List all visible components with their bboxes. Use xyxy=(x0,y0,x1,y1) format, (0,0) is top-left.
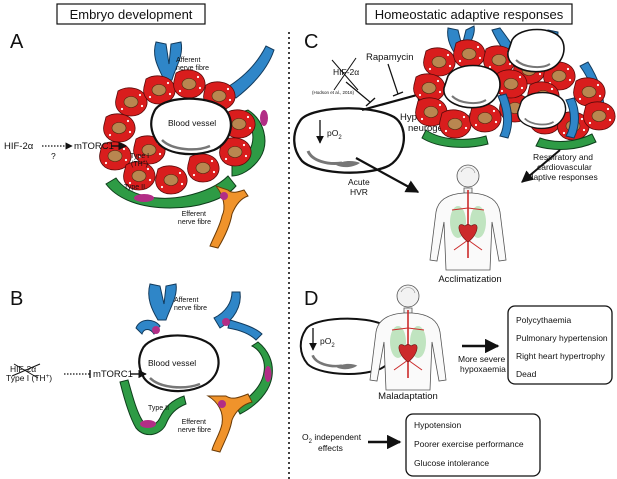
type-ii-cell-b xyxy=(119,379,187,436)
afferent-branch-a xyxy=(225,45,275,99)
panel-label-b: B xyxy=(10,288,23,310)
blood-vessel-label-b: Blood vessel xyxy=(148,358,196,368)
hif-2a-label-c: HIF-2α xyxy=(333,67,359,77)
rapamycin-label: Rapamycin xyxy=(366,52,414,63)
severe-label-2: hypoxaemia xyxy=(460,364,506,374)
po2-label-c: pO2 xyxy=(327,128,342,141)
maladaptation-label: Maladaptation xyxy=(378,391,438,402)
human-figure-acclimatization xyxy=(429,164,507,271)
hypoxia-label-2: neurogenesis xyxy=(408,123,465,134)
efferent-label-b-1: Efferent xyxy=(182,419,206,426)
effect-poorer-exercise: Poorer exercise performance xyxy=(414,439,524,449)
acute-hvr-arrow xyxy=(355,157,420,193)
hif-cross-c-1 xyxy=(331,59,359,91)
acute-label-2: HVR xyxy=(350,187,368,197)
effect-glucose-intolerance: Glucose intolerance xyxy=(414,458,489,468)
afferent-label-a-2: nerve fibre xyxy=(176,65,209,72)
header-left-text: Embryo development xyxy=(70,7,193,22)
po2-label-d: pO2 xyxy=(320,336,335,349)
efferent-nerve-b xyxy=(206,393,253,453)
panel-b-glomus-illustration xyxy=(119,283,273,453)
question-mark-a: ? xyxy=(51,151,56,161)
panel-label-c: C xyxy=(304,31,318,53)
outcome-right-heart-hypertrophy: Right heart hypertrophy xyxy=(516,351,606,361)
outcome-pulmonary-hypertension: Pulmonary hypertension xyxy=(516,333,608,343)
o2-independent-label-2: effects xyxy=(318,443,343,453)
type-i-label-a-2: (TH+) xyxy=(131,159,148,168)
o2-independent-label-1: O2 independent xyxy=(302,432,362,445)
header-right-text: Homeostatic adaptive responses xyxy=(375,7,564,22)
header-homeostatic-responses: Homeostatic adaptive responses xyxy=(365,3,573,25)
afferent-nerve-b xyxy=(148,283,177,321)
panel-a-glomus-illustration xyxy=(99,41,275,249)
type-ii-nucleus-a xyxy=(134,194,154,202)
respiratory-label-1: Respiratory and xyxy=(533,152,593,162)
hif-2a-label-b: HIF-2α xyxy=(10,364,36,374)
hif-cross-c-2 xyxy=(333,57,357,91)
afferent-nerve-a xyxy=(154,41,183,81)
type-i-label-a-1: Type I xyxy=(130,153,149,160)
respiratory-arrow xyxy=(521,149,561,183)
blood-vessel-a xyxy=(150,97,232,156)
panel-label-a: A xyxy=(10,31,24,53)
type-ii-label-b: Type II xyxy=(148,405,169,412)
outcome-dead: Dead xyxy=(516,369,537,379)
hif-cross-b-1 xyxy=(11,363,41,377)
hif-inhibit-line xyxy=(345,81,371,103)
acute-label-1: Acute xyxy=(348,177,370,187)
severe-label-1: More severe xyxy=(458,354,506,364)
citation-label: (Hodson et al., 2016) xyxy=(312,90,355,95)
respiratory-label-2: cardiovascular xyxy=(537,162,592,172)
rapamycin-inhibit-line xyxy=(387,63,399,95)
type-i-label-b: Type I (TH+) xyxy=(6,373,52,383)
human-figure-maladaptation xyxy=(369,284,447,391)
effects-box xyxy=(405,413,541,477)
efferent-nerve-a xyxy=(209,184,249,249)
hif-2a-label-a: HIF-2α xyxy=(4,141,34,152)
carotid-body-c xyxy=(292,106,406,175)
panel-label-d: D xyxy=(304,288,318,310)
efferent-label-b-2: nerve fibre xyxy=(178,427,211,434)
type-ii-nucleus-a2 xyxy=(260,110,268,126)
hif-cross-b-2 xyxy=(13,363,39,379)
mtorc1-label-b: mTORC1 xyxy=(93,369,133,380)
outcome-polycythaemia: Polycythaemia xyxy=(516,315,572,325)
acclimatization-label: Acclimatization xyxy=(438,274,501,285)
effect-hypotension: Hypotension xyxy=(414,420,462,430)
afferent-label-b-1: Afferent xyxy=(174,297,198,304)
enlarged-carotid-body xyxy=(413,25,616,150)
respiratory-label-3: adaptive responses xyxy=(524,172,598,182)
afferent-label-b-2: nerve fibre xyxy=(174,305,207,312)
mtorc1-label-a: mTORC1 xyxy=(74,141,114,152)
outcomes-box xyxy=(507,305,613,385)
efferent-label-a-1: Efferent xyxy=(182,211,206,218)
header-embryo-development: Embryo development xyxy=(56,3,206,25)
efferent-label-a-2: nerve fibre xyxy=(178,219,211,226)
type-ii-label-a: Type II xyxy=(124,184,145,191)
blood-vessel-label-a: Blood vessel xyxy=(168,118,216,128)
afferent-label-a-1: Afferent xyxy=(176,57,200,64)
